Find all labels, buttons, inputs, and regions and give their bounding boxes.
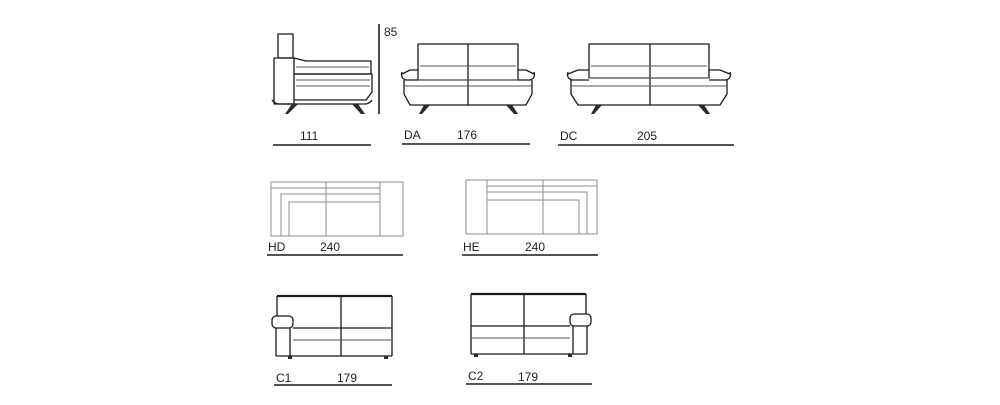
model-hd-code: HD [268, 240, 286, 254]
side-view-drawing [271, 33, 373, 114]
model-he-drawing [465, 179, 598, 235]
model-dc-drawing [566, 43, 732, 114]
model-c1-code: C1 [276, 371, 292, 385]
model-c2-code: C2 [468, 369, 484, 383]
model-da-drawing [400, 43, 536, 114]
model-da-dimension: 176 [457, 128, 478, 142]
model-da-code: DA [404, 128, 421, 142]
model-c2-drawing [470, 292, 592, 357]
model-dc-dimension: 205 [637, 129, 658, 143]
height-label: 85 [384, 25, 398, 39]
model-dc-code: DC [560, 129, 578, 143]
model-c1-drawing [271, 294, 393, 359]
model-he-code: HE [463, 240, 480, 254]
model-hd-drawing [270, 181, 404, 237]
dimension-lines [267, 143, 734, 386]
side-dimension-value: 111 [300, 129, 319, 143]
model-he-dimension: 240 [525, 240, 546, 254]
model-c1-dimension: 179 [337, 371, 358, 385]
model-c2-dimension: 179 [518, 370, 539, 384]
model-hd-dimension: 240 [320, 240, 341, 254]
